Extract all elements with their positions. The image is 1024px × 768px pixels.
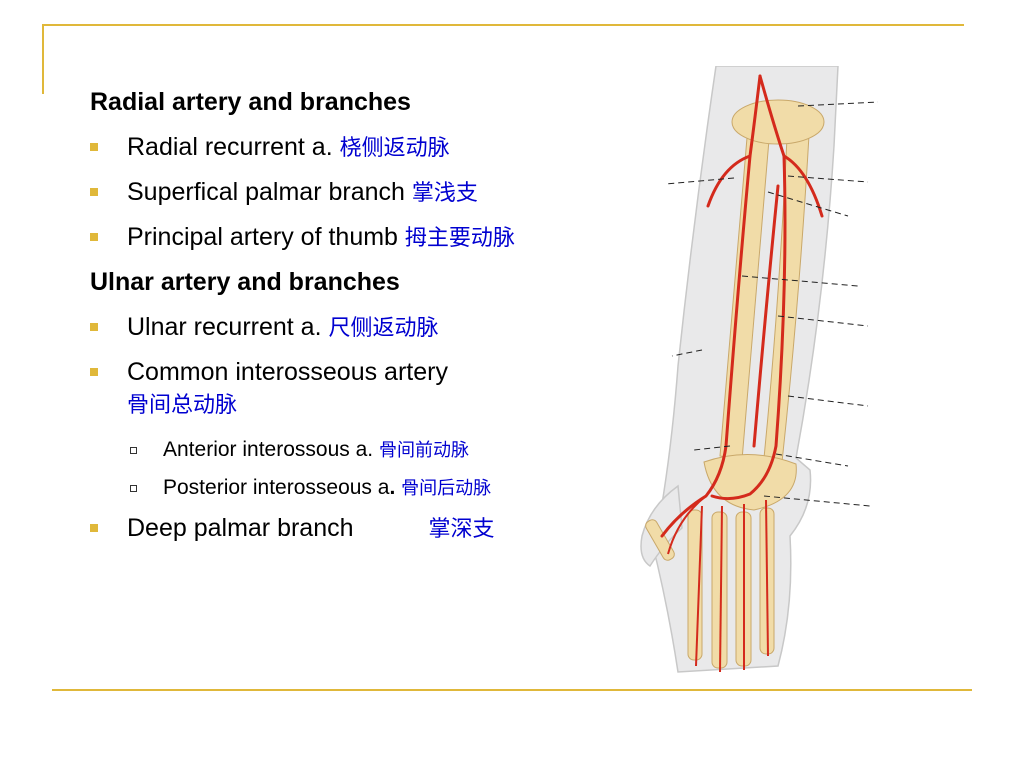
list-item-principal-artery-thumb: Principal artery of thumb 拇主要动脉 (90, 221, 650, 266)
list-item-common-interosseous: Common interosseous artery 骨间总动脉 (90, 356, 650, 436)
radial-heading: Radial artery and branches (90, 88, 411, 116)
list-item-ulnar-recurrent: Ulnar recurrent a. 尺侧返动脉 (90, 311, 650, 356)
frame-bottom-line (52, 689, 972, 691)
sub-item-text: Posterior interosseous a (163, 476, 390, 499)
sub-item-anterior-interosseous: Anterior interossous a. 骨间前动脉 (90, 436, 650, 474)
square-bullet-icon (90, 143, 98, 151)
hollow-square-bullet-icon (130, 447, 137, 454)
sub-item-chinese: 骨间前动脉 (378, 440, 469, 461)
hollow-square-bullet-icon (130, 485, 137, 492)
square-bullet-icon (90, 233, 98, 241)
item-text: Deep palmar branch (127, 514, 354, 542)
square-bullet-icon (90, 188, 98, 196)
sub-item-dot: . (389, 476, 396, 499)
slide-content: Radial artery and branches Radial recurr… (90, 86, 650, 557)
ulnar-heading: Ulnar artery and branches (90, 268, 400, 296)
square-bullet-icon (90, 323, 98, 331)
frame-left-line (42, 24, 44, 94)
frame-top-line (42, 24, 964, 26)
square-bullet-icon (90, 524, 98, 532)
item-text: Principal artery of thumb (127, 223, 398, 251)
sub-item-text: Anterior interossous a. (163, 438, 374, 461)
item-chinese: 掌深支 (428, 517, 495, 542)
item-text: Common interosseous artery (127, 358, 448, 386)
finger-arteries (667, 495, 769, 673)
item-text: Ulnar recurrent a. (127, 313, 322, 341)
square-bullet-icon (90, 368, 98, 376)
carpal-bones (703, 454, 797, 511)
sub-item-chinese: 骨间后动脉 (401, 478, 492, 499)
item-chinese: 拇主要动脉 (404, 226, 515, 251)
list-item-deep-palmar: Deep palmar branch 掌深支 (90, 512, 650, 557)
item-text: Radial recurrent a. (127, 133, 333, 161)
item-chinese: 掌浅支 (411, 181, 478, 206)
item-chinese: 桡侧返动脉 (339, 136, 450, 161)
leader-lines (665, 101, 878, 507)
forearm-arteries-illustration (640, 66, 878, 673)
item-chinese: 尺侧返动脉 (328, 316, 439, 341)
item-chinese: 骨间总动脉 (127, 393, 238, 418)
sub-item-posterior-interosseous: Posterior interosseous a. 骨间后动脉 (90, 474, 650, 512)
list-item-superficial-palmar: Superfical palmar branch 掌浅支 (90, 176, 650, 221)
list-item-radial-recurrent: Radial recurrent a. 桡侧返动脉 (90, 131, 650, 176)
item-text: Superfical palmar branch (127, 178, 405, 206)
